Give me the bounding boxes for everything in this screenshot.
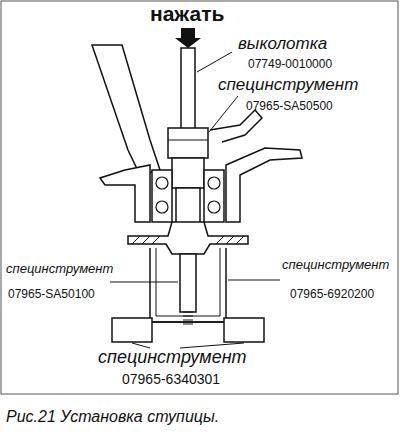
knuckle-upper bbox=[210, 110, 262, 142]
base-block bbox=[224, 318, 264, 342]
push-arrow bbox=[181, 28, 195, 38]
tool-name: специнструмент bbox=[98, 348, 247, 368]
part-number: 07749-0010000 bbox=[248, 58, 332, 71]
leader-line bbox=[110, 52, 280, 348]
base-block bbox=[112, 318, 152, 342]
part-number: 07965-6340301 bbox=[122, 372, 220, 387]
part-number: 07965-SA50100 bbox=[8, 288, 95, 301]
tool-name: специнструмент bbox=[282, 258, 389, 272]
press-tool-body bbox=[172, 158, 204, 188]
push-arrow-head bbox=[175, 38, 201, 48]
tool-name: специнструмент bbox=[6, 262, 113, 276]
tool-name: выколотка bbox=[238, 35, 327, 54]
knuckle-left bbox=[100, 165, 150, 222]
figure-caption: Рис.21 Установка ступицы. bbox=[6, 408, 219, 426]
part-number: 07965-SA50500 bbox=[246, 100, 333, 113]
frame bbox=[1, 1, 398, 394]
bearing-left bbox=[152, 170, 172, 222]
bearing-right bbox=[204, 170, 224, 222]
hub-flange bbox=[128, 222, 248, 254]
hub-hatch bbox=[132, 236, 244, 244]
knuckle-right bbox=[226, 148, 302, 222]
tool-name: специнструмент bbox=[218, 76, 358, 95]
press-tool bbox=[168, 128, 208, 158]
drift-rod bbox=[181, 48, 195, 130]
support-column bbox=[180, 254, 196, 312]
part-number: 07965-6920200 bbox=[290, 288, 374, 301]
support-cup bbox=[150, 248, 226, 322]
push-label: нажать bbox=[150, 2, 224, 25]
knuckle-arm bbox=[92, 45, 160, 175]
